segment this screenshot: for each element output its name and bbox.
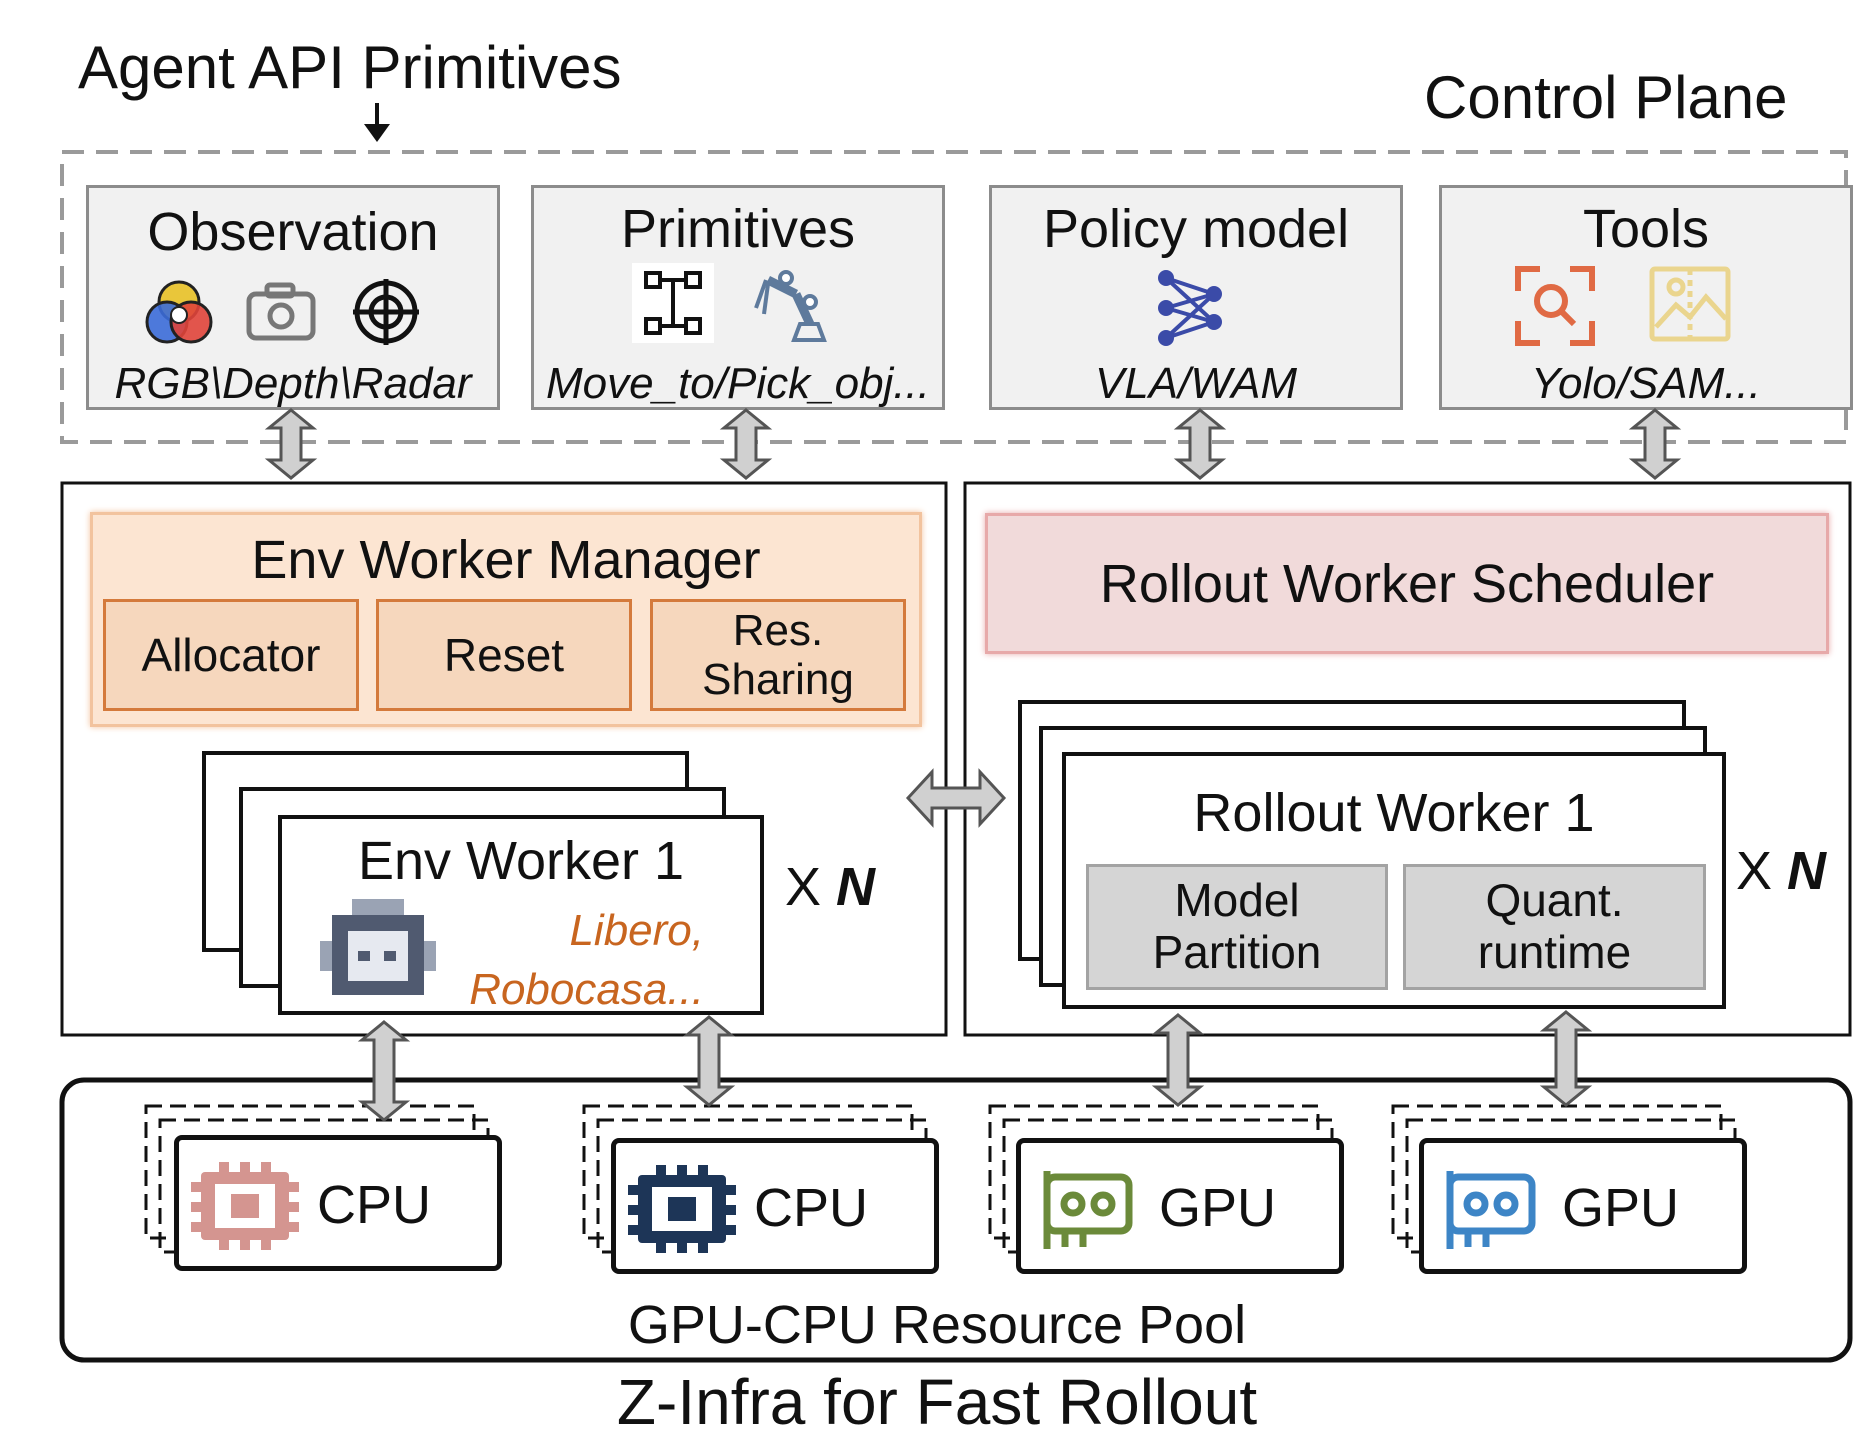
- env-worker-manager-title: Env Worker Manager: [251, 530, 761, 590]
- rollout-multiplier-x: X: [1736, 841, 1773, 901]
- policy-model-caption: VLA/WAM: [1094, 359, 1298, 408]
- env-multiplier-n: N: [836, 857, 876, 917]
- gpu-card-2: GPU: [1419, 1138, 1747, 1274]
- env-worker-1: Env Worker 1 Libero, Robocasa...: [278, 815, 764, 1015]
- cpu-2-label: CPU: [754, 1178, 869, 1238]
- footer-title: Z-Infra for Fast Rollout: [616, 1366, 1258, 1438]
- quant-runtime-box: Quant. runtime: [1403, 864, 1706, 990]
- rollout-resource-arrow-1: [1151, 1013, 1205, 1107]
- quant-runtime-label: Quant. runtime: [1477, 874, 1632, 978]
- primitives-card: Primitives Move_to/Pick_obj...: [531, 185, 945, 410]
- rollout-multiplier-n: N: [1787, 841, 1827, 901]
- cpu-card-1: CPU: [174, 1135, 502, 1271]
- rgb-color-icon: [145, 280, 213, 344]
- env-resource-arrow-2: [682, 1015, 736, 1107]
- allocator-box: Allocator: [103, 599, 359, 711]
- radar-icon: [353, 279, 419, 345]
- reset-label: Reset: [443, 629, 565, 681]
- rollout-worker-multiplier: X N: [1736, 844, 1826, 898]
- agent-api-title: Agent API Primitives: [78, 34, 622, 101]
- policy-model-title: Policy model: [1042, 199, 1350, 259]
- cpu-chip-icon: [628, 1165, 736, 1253]
- tools-title: Tools: [1582, 199, 1710, 259]
- gpu-1-label: GPU: [1159, 1178, 1277, 1238]
- model-partition-label: Model Partition: [1152, 874, 1322, 978]
- image-segmentation-icon: [1649, 266, 1731, 342]
- gpu-card-icon: [1043, 1171, 1133, 1249]
- observation-card: Observation RGB\Depth\Radar: [86, 185, 500, 410]
- tools-link-arrow: [1628, 408, 1682, 480]
- rollout-scheduler-title: Rollout Worker Scheduler: [1099, 553, 1715, 614]
- observation-title: Observation: [147, 202, 439, 262]
- object-detection-icon: [1515, 266, 1595, 346]
- tools-card: Tools Yolo/SAM...: [1439, 185, 1853, 410]
- robot-arm-icon: [754, 270, 827, 342]
- resource-pool-region: [59, 1077, 1853, 1363]
- move-path-icon: [632, 263, 714, 343]
- env-worker-manager: Env Worker Manager Allocator Reset Res. …: [90, 512, 922, 727]
- gpu-2-label: GPU: [1562, 1178, 1680, 1238]
- observation-link-arrow: [264, 408, 318, 480]
- neural-network-icon: [1158, 270, 1222, 346]
- resource-pool-label: GPU-CPU Resource Pool: [627, 1295, 1247, 1355]
- env-multiplier-x: X: [785, 857, 822, 917]
- robot-head-icon: [320, 899, 436, 995]
- reset-box: Reset: [376, 599, 632, 711]
- gpu-card-1: GPU: [1016, 1138, 1344, 1274]
- primitives-caption: Move_to/Pick_obj...: [546, 359, 930, 408]
- title-down-arrow: [364, 103, 390, 142]
- env-rollout-arrow: [905, 768, 1007, 828]
- policy-model-card: Policy model VLA/WAM: [989, 185, 1403, 410]
- env-worker-title: Env Worker 1: [357, 831, 685, 891]
- cpu-card-2: CPU: [611, 1138, 939, 1274]
- env-worker-multiplier: X N: [785, 860, 875, 914]
- allocator-label: Allocator: [141, 629, 321, 681]
- res-sharing-label: Res. Sharing: [702, 605, 854, 704]
- gpu-card-icon: [1446, 1171, 1536, 1249]
- env-resource-arrow-1: [357, 1020, 411, 1122]
- control-plane-region: [60, 150, 1848, 444]
- tools-caption: Yolo/SAM...: [1531, 359, 1761, 408]
- cpu-1-label: CPU: [317, 1175, 432, 1235]
- rollout-worker-scheduler: Rollout Worker Scheduler: [985, 513, 1829, 654]
- rollout-resource-arrow-2: [1539, 1010, 1593, 1107]
- res-sharing-box: Res. Sharing: [650, 599, 906, 711]
- env-worker-envs: Libero, Robocasa...: [469, 906, 704, 1014]
- observation-caption: RGB\Depth\Radar: [114, 359, 472, 408]
- camera-icon: [246, 282, 316, 341]
- policy-link-arrow: [1173, 408, 1227, 480]
- rollout-worker-title: Rollout Worker 1: [1193, 783, 1595, 843]
- primitives-title: Primitives: [620, 199, 855, 259]
- rollout-worker-1: Rollout Worker 1 Model Partition Quant. …: [1062, 752, 1726, 1009]
- model-partition-box: Model Partition: [1086, 864, 1388, 990]
- control-plane-label: Control Plane: [1424, 64, 1788, 131]
- primitives-link-arrow: [719, 408, 773, 480]
- cpu-chip-icon: [191, 1162, 299, 1250]
